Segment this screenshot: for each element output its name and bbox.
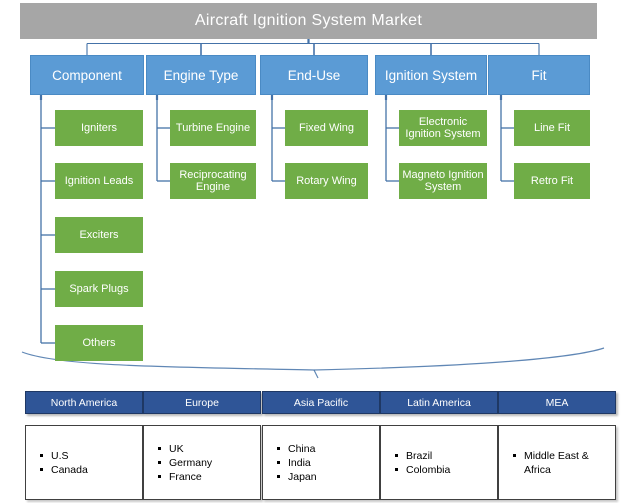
country-item: France bbox=[158, 470, 260, 484]
subcategory-box-rotary-wing[interactable]: Rotary Wing bbox=[285, 163, 368, 199]
region-header-north-america[interactable]: North America bbox=[25, 391, 143, 414]
region-label: MEA bbox=[545, 396, 569, 409]
region-label: North America bbox=[50, 396, 118, 409]
region-header-asia-pacific[interactable]: Asia Pacific bbox=[262, 391, 380, 414]
region-label: Asia Pacific bbox=[293, 396, 349, 409]
country-item: Germany bbox=[158, 456, 260, 470]
country-item: Brazil bbox=[395, 449, 497, 463]
category-box-ignition-system[interactable]: Ignition System bbox=[375, 55, 487, 95]
region-header-latin-america[interactable]: Latin America bbox=[380, 391, 498, 414]
region-label: Latin America bbox=[407, 396, 471, 409]
subcategory-label: Igniters bbox=[80, 121, 118, 134]
category-label: Fit bbox=[531, 67, 547, 83]
country-item: Middle East & Africa bbox=[513, 449, 615, 477]
country-item: UK bbox=[158, 442, 260, 456]
category-box-component[interactable]: Component bbox=[30, 55, 144, 95]
subcategory-box-igniters[interactable]: Igniters bbox=[55, 110, 143, 146]
subcategory-label: Spark Plugs bbox=[69, 282, 129, 295]
subcategory-label: Reciprocating Engine bbox=[179, 168, 247, 194]
subcategory-box-spark-plugs[interactable]: Spark Plugs bbox=[55, 271, 143, 307]
category-label: Ignition System bbox=[384, 67, 478, 83]
country-item: Colombia bbox=[395, 463, 497, 477]
subcategory-label: Others bbox=[82, 336, 116, 349]
country-item: Japan bbox=[277, 470, 379, 484]
subcategory-label: Ignition Leads bbox=[64, 174, 134, 187]
subcategory-box-fixed-wing[interactable]: Fixed Wing bbox=[285, 110, 368, 146]
subcategory-box-electronic-ignition-system[interactable]: Electronic Ignition System bbox=[399, 110, 487, 146]
country-item: U.S bbox=[40, 449, 142, 463]
country-item: India bbox=[277, 456, 379, 470]
subcategory-box-exciters[interactable]: Exciters bbox=[55, 217, 143, 253]
subcategory-box-turbine-engine[interactable]: Turbine Engine bbox=[170, 110, 256, 146]
category-label: Component bbox=[52, 67, 122, 83]
diagram-title-bar: Aircraft Ignition System Market bbox=[20, 3, 597, 39]
country-item: China bbox=[277, 442, 379, 456]
region-panel-mea: Middle East & Africa bbox=[498, 425, 616, 500]
subcategory-label: Electronic Ignition System bbox=[405, 115, 481, 141]
page-title: Aircraft Ignition System Market bbox=[194, 12, 423, 29]
subcategory-box-others[interactable]: Others bbox=[55, 325, 143, 361]
subcategory-box-magneto-ignition-system[interactable]: Magneto Ignition System bbox=[399, 163, 487, 199]
category-box-end-use[interactable]: End-Use bbox=[260, 55, 368, 95]
subcategory-box-retro-fit[interactable]: Retro Fit bbox=[514, 163, 590, 199]
region-header-mea[interactable]: MEA bbox=[498, 391, 616, 414]
subcategory-label: Turbine Engine bbox=[175, 121, 251, 134]
region-label: Europe bbox=[185, 396, 219, 409]
subcategory-label: Fixed Wing bbox=[298, 121, 355, 134]
category-box-fit[interactable]: Fit bbox=[488, 55, 590, 95]
subcategory-label: Exciters bbox=[79, 228, 119, 241]
subcategory-box-line-fit[interactable]: Line Fit bbox=[514, 110, 590, 146]
region-header-europe[interactable]: Europe bbox=[143, 391, 261, 414]
category-label: End-Use bbox=[287, 67, 341, 83]
subcategory-label: Magneto Ignition System bbox=[402, 168, 484, 194]
subcategory-label: Rotary Wing bbox=[296, 174, 357, 187]
subcategory-box-ignition-leads[interactable]: Ignition Leads bbox=[55, 163, 143, 199]
subcategory-box-reciprocating-engine[interactable]: Reciprocating Engine bbox=[170, 163, 256, 199]
subcategory-label: Retro Fit bbox=[530, 174, 574, 187]
country-item: Canada bbox=[40, 463, 142, 477]
subcategory-label: Line Fit bbox=[533, 121, 571, 134]
category-label: Engine Type bbox=[163, 67, 239, 83]
category-box-engine-type[interactable]: Engine Type bbox=[146, 55, 256, 95]
